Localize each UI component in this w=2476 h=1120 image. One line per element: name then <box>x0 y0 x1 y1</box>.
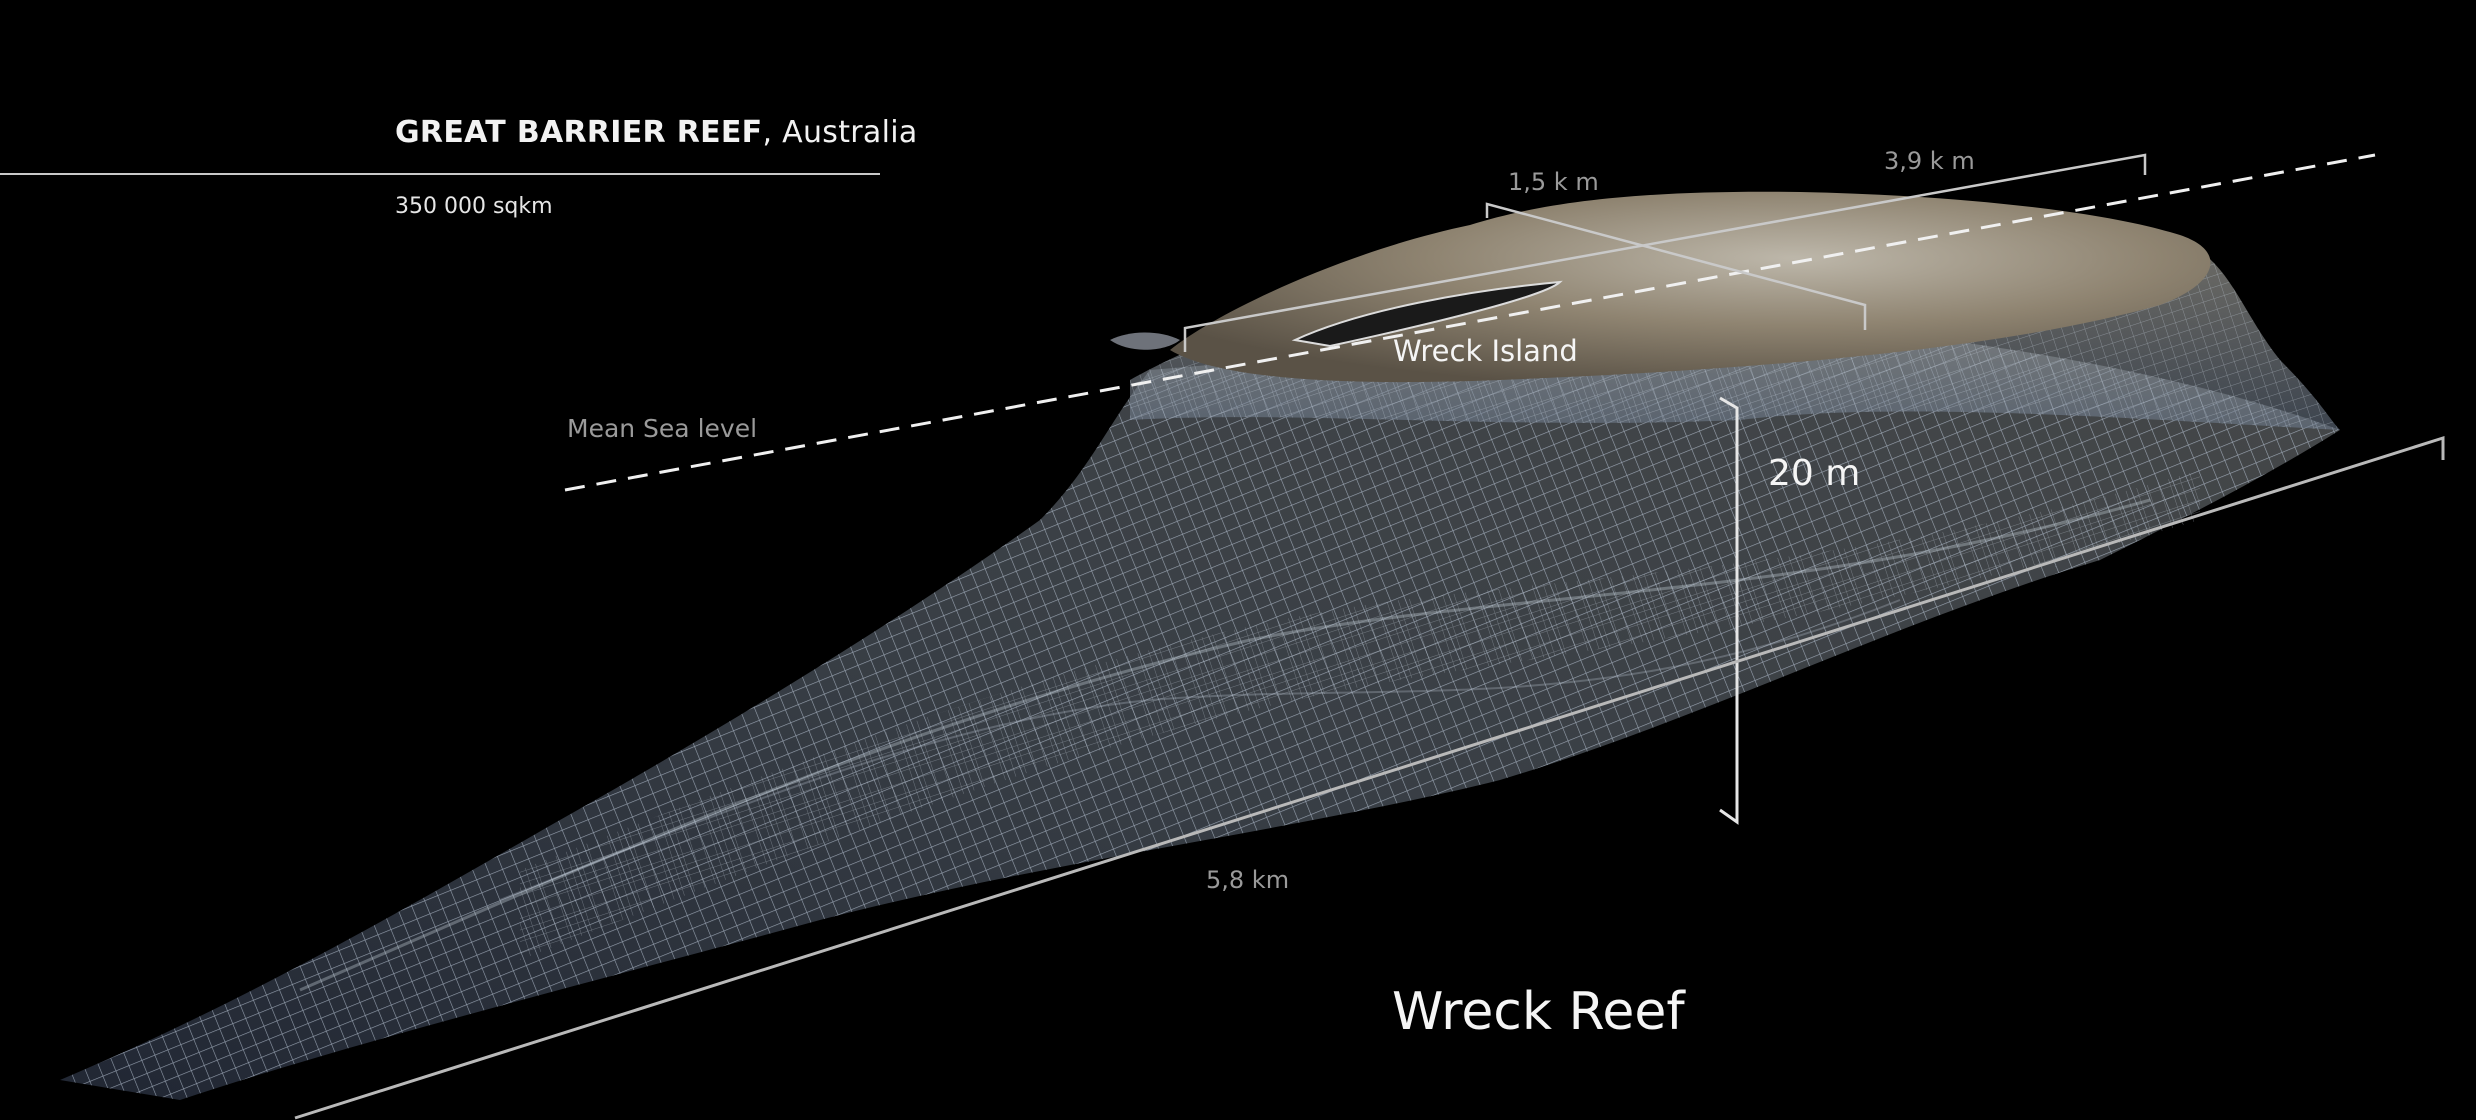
reef-mesh <box>60 320 2340 1100</box>
length-measure-top <box>1183 153 2147 352</box>
title-rest: , Australia <box>762 115 918 150</box>
depth-measure <box>1719 396 1739 825</box>
title-bold: GREAT BARRIER REEF <box>395 115 763 150</box>
length-top-label: 3,9 k m <box>1884 147 1975 175</box>
length-bottom-label: 5,8 km <box>1206 866 1290 894</box>
page-title: GREAT BARRIER REEF, Australia <box>395 118 918 148</box>
reef-name: Wreck Reef <box>1392 982 1685 1042</box>
sea-level-line <box>564 153 2376 492</box>
island-top <box>1170 191 2211 383</box>
length-measure-bottom <box>294 435 2445 1120</box>
width-label: 1,5 k m <box>1508 168 1599 196</box>
depth-label: 20 m <box>1768 453 1861 494</box>
island-label: Wreck Island <box>1393 334 1578 368</box>
wreck-island-shape <box>1291 280 1563 348</box>
width-measure <box>1485 202 1867 330</box>
sea-level-label: Mean Sea level <box>567 414 758 443</box>
area-label: 350 000 sqkm <box>395 194 553 219</box>
